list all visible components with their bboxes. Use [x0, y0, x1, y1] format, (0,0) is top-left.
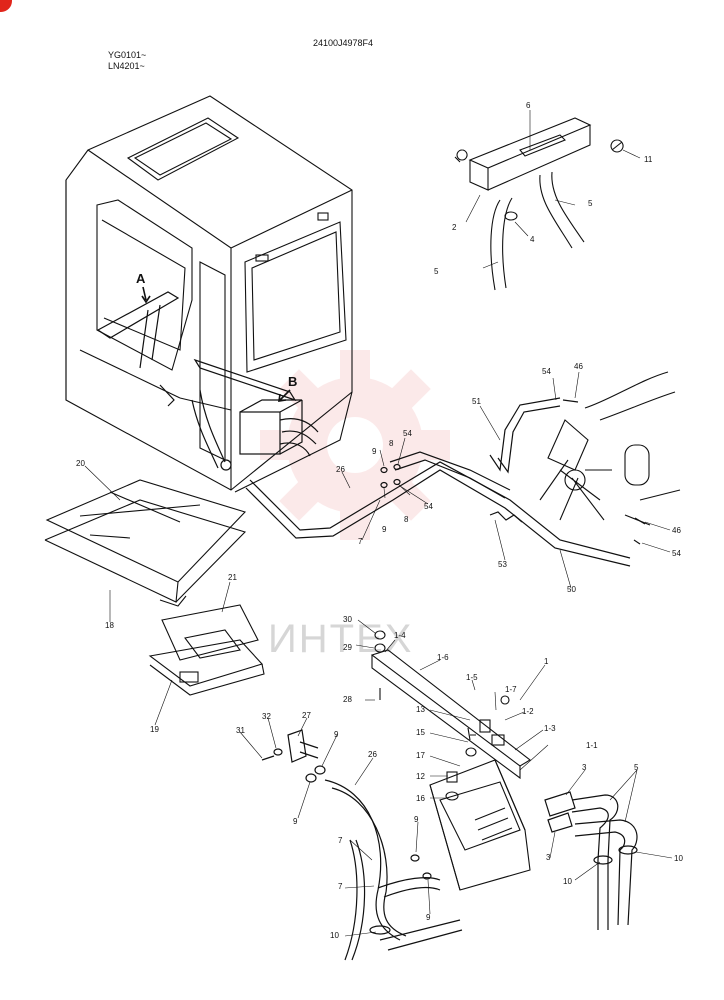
floor-mats [44, 479, 265, 696]
callout-51: 51 [472, 397, 481, 406]
callout-26-b: 26 [368, 750, 377, 759]
callout-18: 18 [105, 621, 114, 630]
callout-9-a: 9 [372, 447, 377, 456]
callout-2: 2 [452, 223, 457, 232]
callout-8-b: 8 [404, 515, 409, 524]
callout-54-d: 54 [672, 549, 681, 558]
callout-28: 28 [343, 695, 352, 704]
callout-21: 21 [228, 573, 237, 582]
callout-15: 15 [416, 728, 425, 737]
callout-7-b: 7 [338, 836, 343, 845]
callout-10-a: 10 [563, 877, 572, 886]
callout-4: 4 [530, 235, 535, 244]
view-marker-a: A [136, 271, 146, 286]
callout-9-f: 9 [426, 913, 431, 922]
heater-hoses [245, 397, 646, 567]
callout-13: 13 [416, 705, 425, 714]
callout-7-a: 7 [358, 537, 363, 546]
serial-range-2: LN4201~ [108, 61, 145, 71]
part-number: 24100J4978F4 [313, 38, 374, 48]
callout-19: 19 [150, 725, 159, 734]
callout-1-3: 1-3 [544, 724, 556, 733]
callout-7-c: 7 [338, 882, 343, 891]
callout-1-1: 1-1 [586, 741, 598, 750]
callout-6: 6 [526, 101, 531, 110]
right-pipes [544, 791, 638, 930]
callout-1-4: 1-4 [394, 631, 406, 640]
callout-10-c: 10 [330, 931, 339, 940]
view-arrow-a [141, 286, 151, 304]
callout-1: 1 [544, 657, 549, 666]
callout-1-6: 1-6 [437, 653, 449, 662]
callout-16: 16 [416, 794, 425, 803]
callout-3-b: 3 [546, 853, 551, 862]
callout-1-7: 1-7 [505, 685, 517, 694]
callout-54-b: 54 [403, 429, 412, 438]
callout-11: 11 [644, 155, 653, 164]
callout-9-e: 9 [414, 815, 419, 824]
callout-30: 30 [343, 615, 352, 624]
callout-46-a: 46 [574, 362, 583, 371]
callout-5-b: 5 [434, 267, 439, 276]
callout-labels: 6 11 2 4 5 5 54 46 51 8 9 54 26 8 9 54 7… [76, 101, 683, 940]
callout-46-b: 46 [672, 526, 681, 535]
callout-5-c: 5 [634, 763, 639, 772]
top-duct-assembly [454, 117, 624, 291]
callout-54-a: 54 [542, 367, 551, 376]
callout-8-a: 8 [389, 439, 394, 448]
callout-53: 53 [498, 560, 507, 569]
callout-26-a: 26 [336, 465, 345, 474]
heater-unit-exploded [370, 630, 531, 891]
heater-assembly-installed [96, 291, 319, 471]
callout-9-d: 9 [293, 817, 298, 826]
callout-50: 50 [567, 585, 576, 594]
view-arrow-b [278, 389, 291, 402]
callout-12: 12 [416, 772, 425, 781]
callout-1-5: 1-5 [466, 673, 478, 682]
engine-fan [539, 371, 681, 526]
callout-1-2: 1-2 [522, 707, 534, 716]
callout-31: 31 [236, 726, 245, 735]
callout-32: 32 [262, 712, 271, 721]
callout-9-b: 9 [382, 525, 387, 534]
callout-3-a: 3 [582, 763, 587, 772]
callout-54-c: 54 [424, 502, 433, 511]
serial-range-1: YG0101~ [108, 50, 147, 60]
callout-5-a: 5 [588, 199, 593, 208]
callout-10-b: 10 [674, 854, 683, 863]
callout-20: 20 [76, 459, 85, 468]
watermark-gear [260, 350, 450, 540]
valve-and-hoses [261, 729, 463, 961]
view-marker-b: B [288, 374, 297, 389]
callout-17: 17 [416, 751, 425, 760]
callout-29: 29 [343, 643, 352, 652]
callout-9-c: 9 [334, 730, 339, 739]
watermark-text: ИНТЕХ [268, 617, 413, 661]
leader-lines [84, 110, 673, 937]
callout-27: 27 [302, 711, 311, 720]
